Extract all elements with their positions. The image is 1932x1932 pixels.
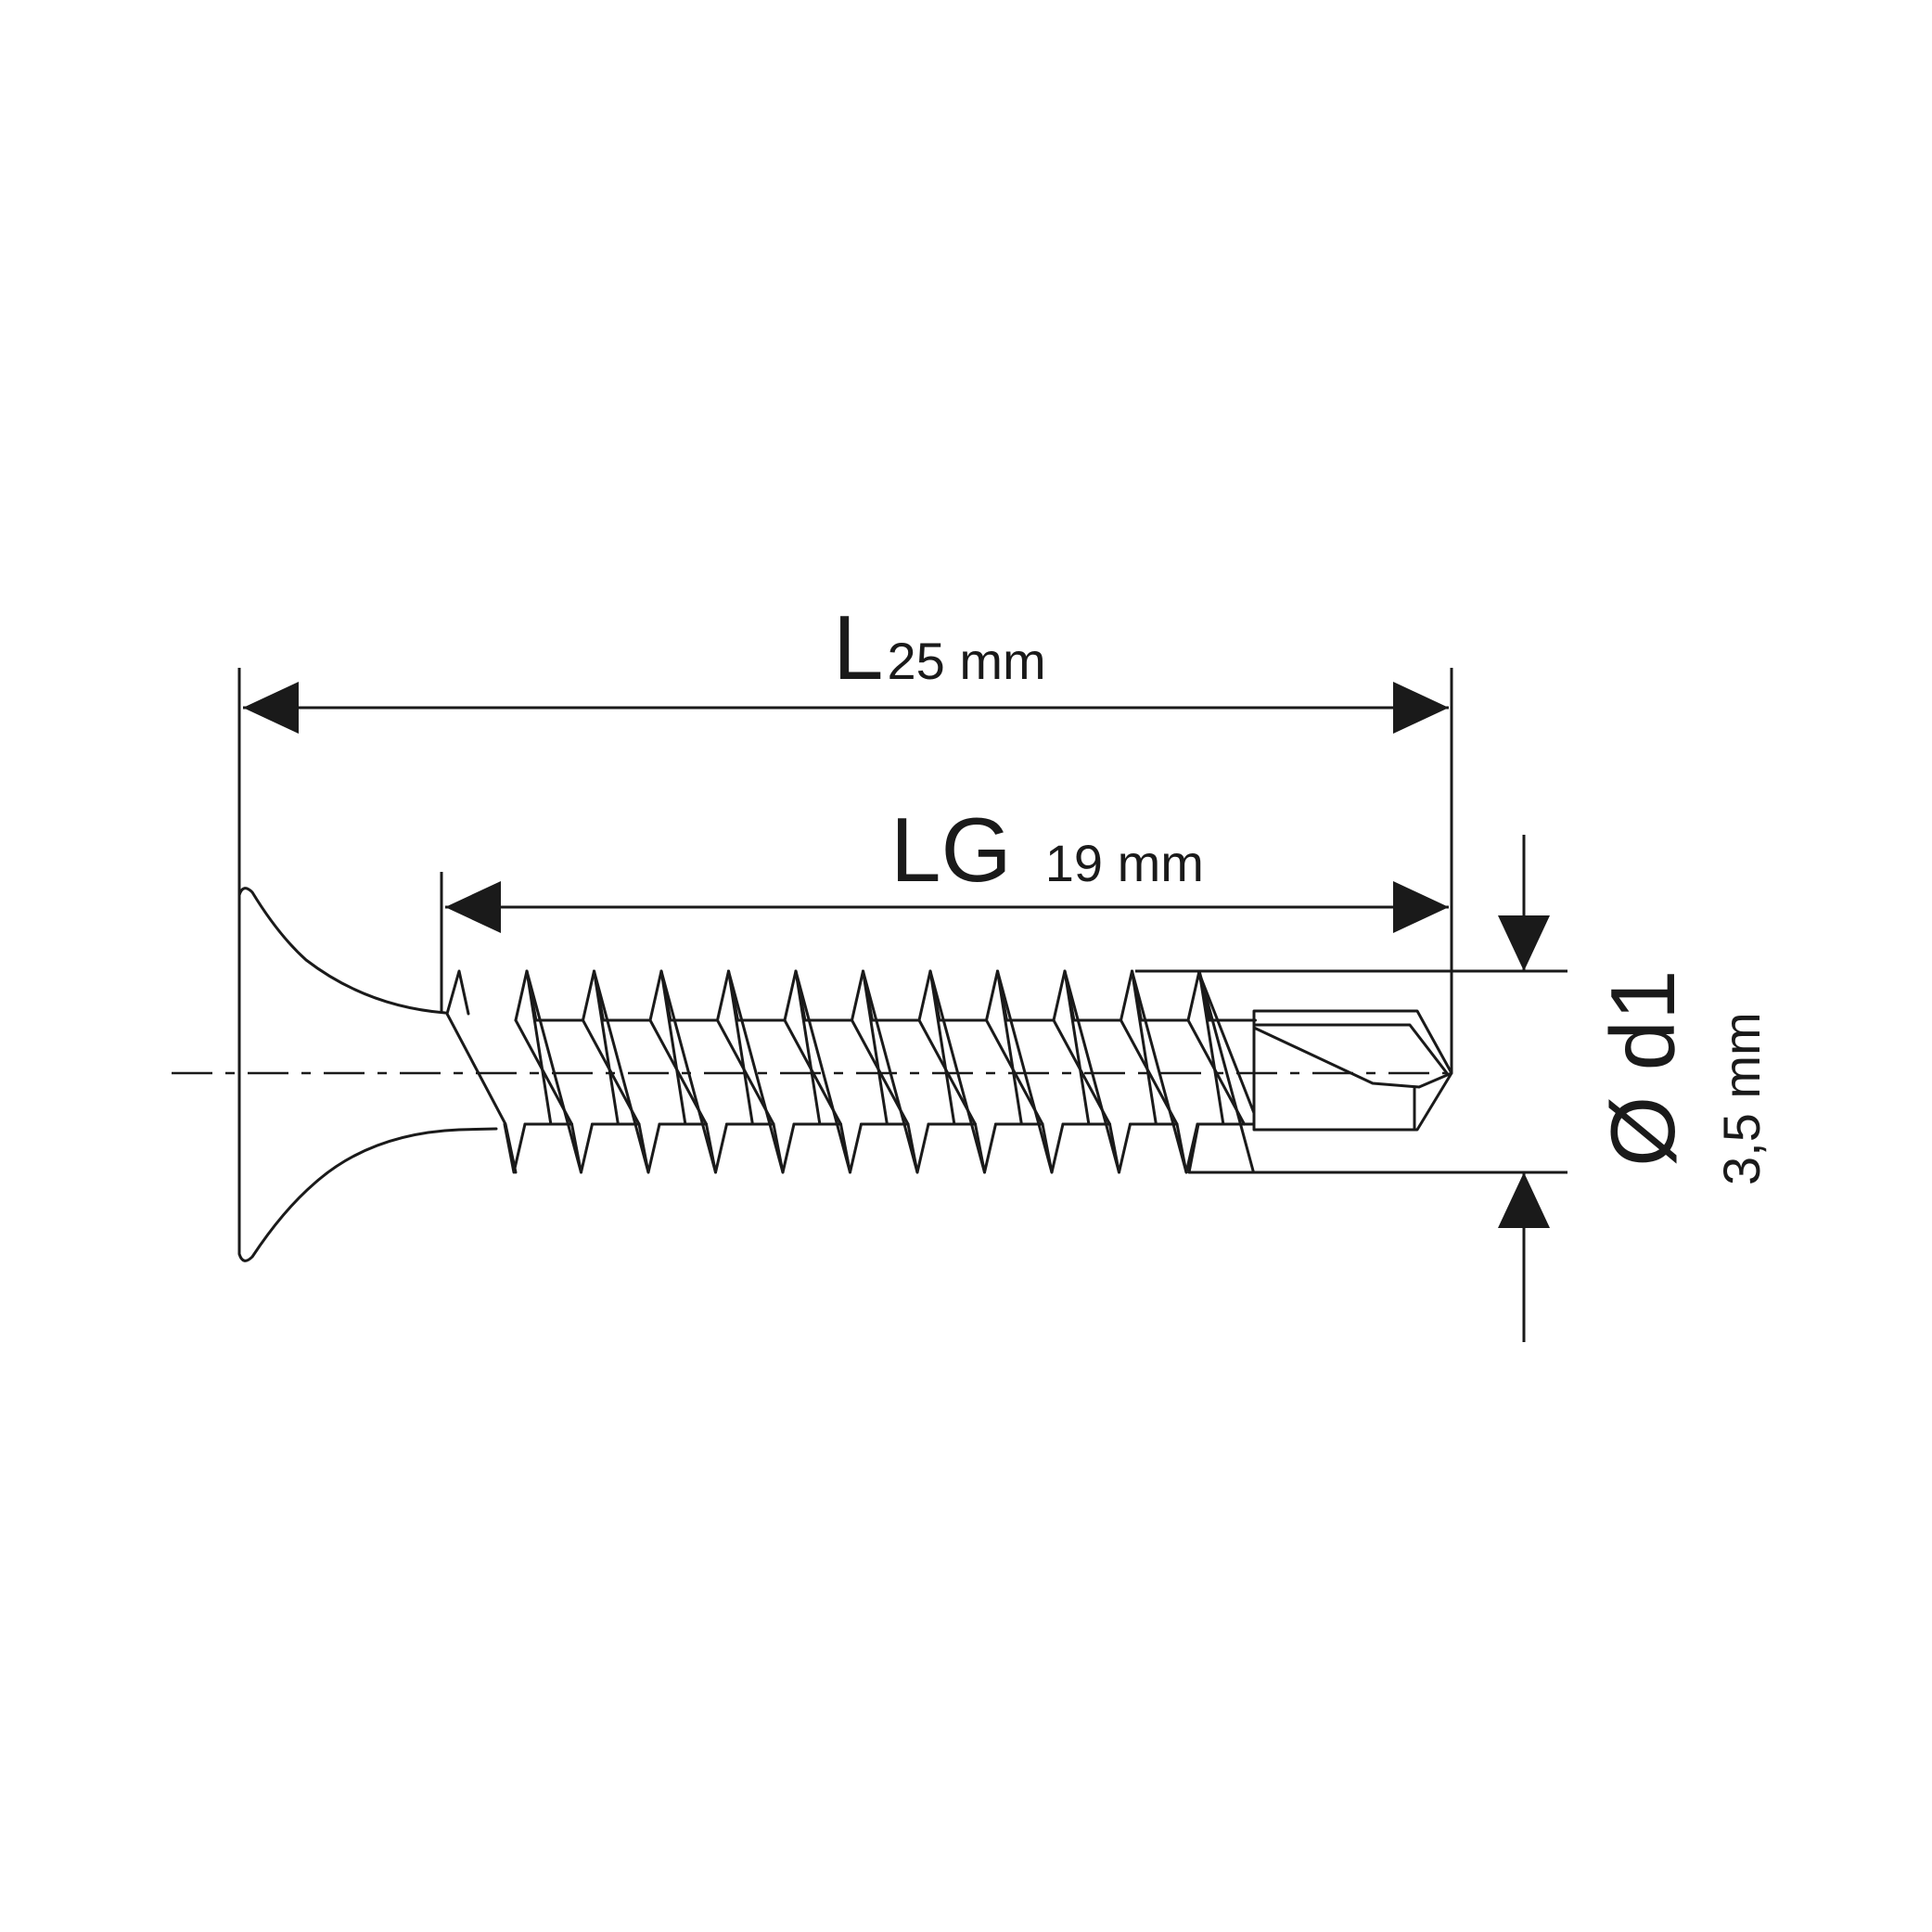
thread-flank (794, 969, 851, 1174)
thread-flank-inner (928, 969, 956, 1126)
thread-bottom-crest (974, 1122, 997, 1174)
thread-bottom-crest (1041, 1122, 1065, 1174)
length-arrow-left (243, 682, 299, 734)
thread-flank (996, 969, 1054, 1174)
thread-bottom-crest (705, 1122, 728, 1174)
thread-flank (1197, 969, 1255, 1174)
thread-bottom-crest (1175, 1122, 1199, 1174)
thread-flank-inner (525, 969, 553, 1126)
thread-bottom-crest (1108, 1122, 1132, 1174)
thread-end-bottom (1187, 1122, 1256, 1174)
length-label: L25 mm (833, 596, 1046, 698)
length-arrow-right (1393, 682, 1449, 734)
thread-length-arrow-left (445, 881, 501, 933)
thread-flank-inner (862, 969, 889, 1126)
diameter-value-label: 3,5 mm (1712, 1012, 1771, 1185)
thread-length-arrow-right (1393, 881, 1449, 933)
thread-flank (727, 969, 785, 1174)
thread-end-flank (1196, 969, 1256, 1115)
thread-bottom-crest (570, 1122, 594, 1174)
diameter-symbol-label: Ø d1 (1592, 970, 1694, 1167)
thread-bottom-crest (503, 1122, 527, 1174)
thread-flank-inner (1063, 969, 1091, 1126)
diameter-arrow-bottom (1498, 1172, 1550, 1228)
thread-flank-inner (659, 969, 687, 1126)
diameter-arrow-top (1498, 915, 1550, 971)
thread-bottom-crest (637, 1122, 661, 1174)
thread-bottom-crest (906, 1122, 930, 1174)
thread-flank (659, 969, 717, 1174)
thread-flank-inner (996, 969, 1023, 1126)
thread-flank-inner (593, 969, 620, 1126)
drill-tip (1252, 1009, 1453, 1132)
screw-head (237, 887, 498, 1262)
thread-flank (862, 969, 919, 1174)
screw-thread (445, 969, 1257, 1174)
thread-flank (525, 969, 582, 1174)
thread-lead-edge (445, 969, 518, 1174)
thread-bottom-crest (772, 1122, 796, 1174)
thread-end-top (1196, 969, 1256, 1022)
thread-flank (1131, 969, 1188, 1174)
thread-flank-inner (1131, 969, 1158, 1126)
thread-flank (928, 969, 986, 1174)
thread-flank (593, 969, 650, 1174)
thread-flank-inner (794, 969, 822, 1126)
thread-flank (1063, 969, 1120, 1174)
thread-flank-inner (727, 969, 754, 1126)
thread-bottom-crest (839, 1122, 863, 1174)
